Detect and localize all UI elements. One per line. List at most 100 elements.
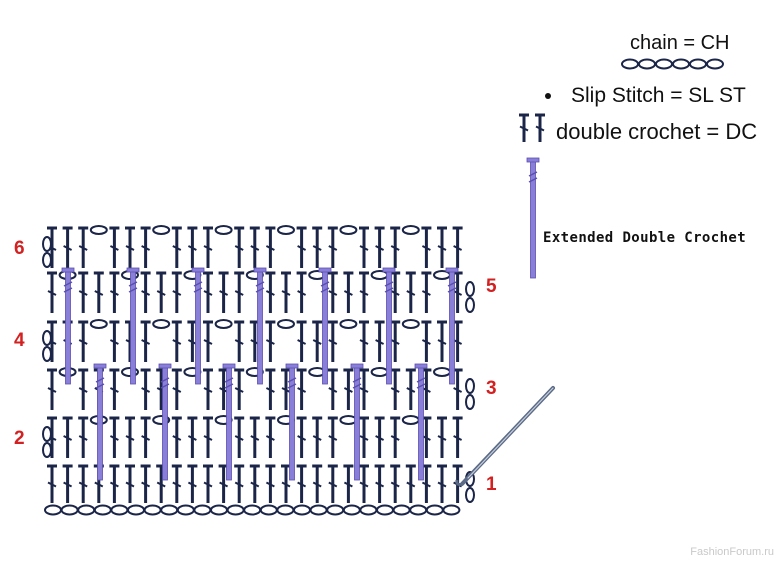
double-crochet-stitch — [78, 368, 89, 410]
double-crochet-stitch — [374, 416, 385, 458]
turning-chain-stitch — [465, 378, 475, 394]
double-crochet-stitch — [125, 464, 135, 503]
double-crochet-stitch — [234, 368, 245, 410]
foundation-chain-stitch — [425, 504, 444, 516]
double-crochet-stitch — [296, 226, 307, 268]
double-crochet-stitch — [93, 271, 104, 313]
double-crochet-stitch — [203, 271, 213, 313]
double-crochet-stitch — [452, 226, 463, 268]
foundation-chain-stitch — [110, 504, 129, 516]
double-crochet-stitch — [62, 226, 73, 268]
row-number-4: 4 — [14, 330, 25, 351]
foundation-chain-stitch — [193, 504, 212, 516]
double-crochet-stitch — [327, 464, 338, 503]
extended-double-crochet-stitch — [158, 363, 172, 481]
foundation-chain-stitch — [60, 504, 79, 516]
double-crochet-stitch — [405, 368, 416, 410]
turning-chain-stitch — [465, 281, 475, 297]
double-crochet-stitch — [327, 271, 338, 313]
double-crochet-stitch — [265, 271, 276, 313]
extended-double-crochet-stitch — [126, 267, 140, 385]
double-crochet-stitch — [359, 320, 369, 362]
foundation-chain-stitch — [44, 504, 62, 516]
double-crochet-stitch — [359, 416, 369, 458]
double-crochet-stitch — [296, 271, 307, 313]
foundation-chain-stitch — [259, 504, 278, 516]
double-crochet-stitch — [296, 416, 307, 458]
double-crochet-stitch — [78, 416, 89, 458]
double-crochet-stitch — [405, 464, 416, 503]
watermark: FashionForum.ru — [690, 546, 774, 558]
double-crochet-stitch — [519, 113, 529, 142]
double-crochet-stitch — [390, 416, 401, 458]
extended-double-crochet-stitch — [350, 363, 364, 481]
turning-chain-stitch — [42, 252, 52, 268]
double-crochet-stitch — [327, 320, 338, 362]
double-crochet-stitch — [47, 271, 57, 313]
chain-stitch — [277, 225, 295, 235]
double-crochet-stitch — [140, 271, 151, 313]
double-crochet-stitch — [109, 271, 120, 313]
double-crochet-stitch — [171, 226, 182, 268]
foundation-chain-stitch — [359, 504, 378, 516]
extended-double-crochet-stitch — [285, 363, 299, 481]
double-crochet-stitch — [234, 464, 245, 503]
extended-double-crochet-stitch — [526, 157, 540, 279]
foundation-chain-stitch — [77, 504, 96, 516]
chain-stitch — [152, 225, 171, 235]
chain-stitch — [339, 415, 358, 425]
double-crochet-stitch — [437, 320, 447, 362]
double-crochet-stitch — [140, 416, 151, 458]
double-crochet-stitch — [312, 464, 323, 503]
double-crochet-stitch — [140, 226, 151, 268]
double-crochet-stitch — [171, 320, 182, 362]
double-crochet-stitch — [203, 368, 213, 410]
double-crochet-stitch — [437, 464, 447, 503]
double-crochet-stitch — [249, 416, 260, 458]
double-crochet-stitch — [374, 320, 385, 362]
extended-double-crochet-stitch — [318, 267, 332, 385]
legend-chain-icon — [706, 58, 724, 70]
foundation-chain-stitch — [309, 504, 328, 516]
chain-stitch — [401, 415, 420, 425]
double-crochet-stitch — [78, 271, 89, 313]
double-crochet-stitch — [327, 368, 338, 410]
extended-double-crochet-stitch — [253, 267, 267, 385]
double-crochet-stitch — [265, 320, 276, 362]
stitch-row-4 — [42, 319, 463, 362]
legend-chain-icon — [689, 58, 707, 70]
double-crochet-stitch — [62, 416, 73, 458]
double-crochet-stitch — [203, 320, 213, 362]
double-crochet-stitch — [171, 271, 182, 313]
double-crochet-stitch — [312, 226, 323, 268]
double-crochet-stitch — [405, 271, 416, 313]
extended-double-crochet-stitch — [93, 363, 107, 481]
double-crochet-stitch — [140, 464, 151, 503]
row-number-5: 5 — [486, 276, 497, 297]
foundation-chain-stitch — [342, 504, 361, 516]
extended-double-crochet-stitch — [414, 363, 428, 481]
chain-stitch — [433, 367, 451, 377]
double-crochet-stitch — [218, 271, 229, 313]
foundation-chain-stitch — [226, 504, 245, 516]
stitch-row-2 — [42, 415, 463, 458]
double-crochet-stitch — [249, 464, 260, 503]
double-crochet-stitch — [281, 271, 291, 313]
foundation-chain-stitch — [326, 504, 345, 516]
double-crochet-stitch — [47, 464, 57, 503]
foundation-chain-stitch — [376, 504, 394, 516]
legend-chain-icon — [638, 58, 656, 70]
turning-chain-stitch — [42, 426, 52, 442]
double-crochet-stitch — [234, 271, 245, 313]
extended-double-crochet-stitch — [382, 267, 396, 385]
double-crochet-stitch — [374, 464, 385, 503]
chain-stitch — [401, 319, 420, 329]
stitch-grid — [42, 225, 475, 516]
double-crochet-stitch — [390, 464, 401, 503]
foundation-chain-stitch — [442, 504, 461, 516]
double-crochet-stitch — [249, 226, 260, 268]
double-crochet-stitch — [343, 271, 354, 313]
double-crochet-stitch — [312, 416, 323, 458]
double-crochet-stitch — [359, 226, 369, 268]
